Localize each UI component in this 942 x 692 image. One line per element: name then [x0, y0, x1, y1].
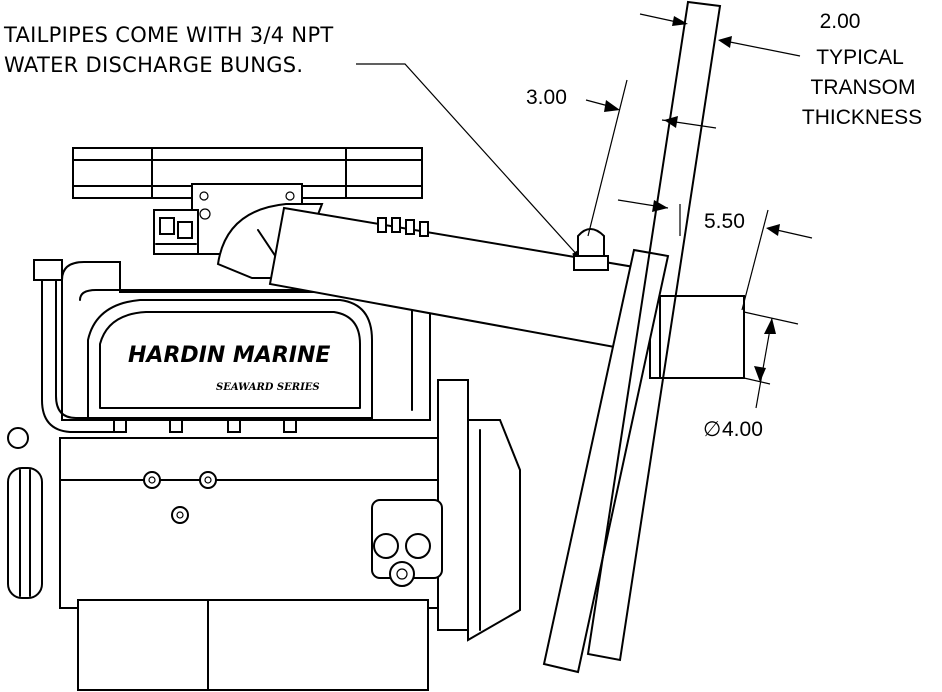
transom-thickness-label-3: THICKNESS [802, 106, 922, 129]
transom-thickness-value: 2.00 [820, 10, 861, 33]
transom-reference [586, 0, 722, 662]
brand-name: HARDIN MARINE [128, 343, 330, 368]
valve-cover [87, 299, 373, 419]
dim-offset: 3.00 [526, 79, 717, 237]
water-hose [41, 269, 121, 433]
brand-series: SEAWARD SERIES [216, 382, 320, 393]
extension-value: 5.50 [704, 210, 745, 233]
exhaust-tailpipe [216, 203, 745, 379]
note-line-2: WATER DISCHARGE BUNGS. [4, 53, 303, 77]
water-pump [467, 419, 521, 642]
transom-thickness-label-1: TYPICAL [816, 46, 904, 69]
diameter-value: 4.00 [722, 418, 763, 441]
dim-extension: 5.50 [679, 204, 813, 311]
crank-pulley [7, 467, 43, 599]
transom [542, 248, 670, 674]
engine-assembly: HARDIN MARINE SEAWARD SERIES [7, 147, 521, 691]
dim-diameter: ∅ 4.00 [703, 311, 799, 441]
diameter-symbol: ∅ [703, 418, 721, 441]
offset-value: 3.00 [526, 86, 567, 109]
note-line-1: TAILPIPES COME WITH 3/4 NPT [3, 23, 334, 47]
oil-pan [77, 599, 429, 691]
dim-transom-thickness: 2.00 TYPICAL TRANSOM THICKNESS [639, 10, 922, 129]
transom-thickness-label-2: TRANSOM [811, 76, 916, 99]
note-leader-line [356, 63, 581, 259]
